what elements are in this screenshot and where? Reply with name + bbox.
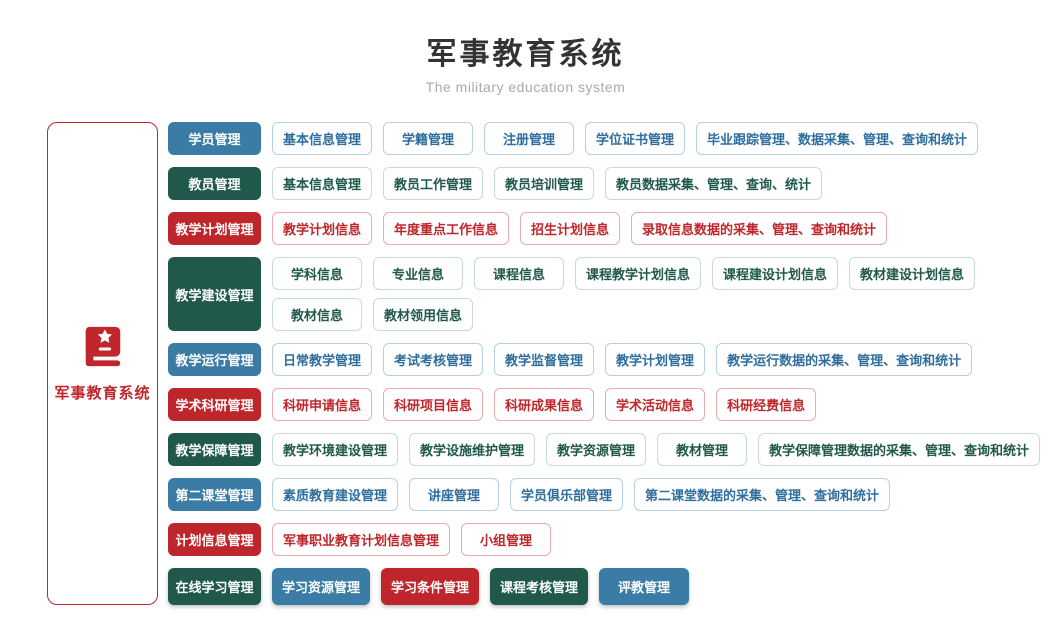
module-button[interactable]: 考试考核管理 — [383, 343, 484, 376]
category-row: 在线学习管理 学习资源管理 学习条件管理 课程考核管理 评教管理 — [168, 568, 1051, 605]
module-button[interactable]: 科研申请信息 — [272, 388, 373, 421]
module-button[interactable]: 学员俱乐部管理 — [510, 478, 624, 511]
module-button[interactable]: 教学计划管理 — [605, 343, 706, 376]
module-button[interactable]: 教学运行数据的采集、管理、查询和统计 — [716, 343, 973, 376]
module-button[interactable]: 毕业跟踪管理、数据采集、管理、查询和统计 — [696, 122, 979, 155]
module-button[interactable]: 日常教学管理 — [272, 343, 373, 376]
root-node-label: 军事教育系统 — [54, 385, 151, 402]
category-button[interactable]: 第二课堂管理 — [168, 478, 261, 511]
module-button[interactable]: 教材管理 — [657, 433, 748, 466]
module-button[interactable]: 课程考核管理 — [490, 568, 589, 605]
module-button[interactable]: 科研经费信息 — [716, 388, 817, 421]
module-button[interactable]: 学籍管理 — [383, 122, 474, 155]
category-row: 第二课堂管理 素质教育建设管理 讲座管理 学员俱乐部管理 第二课堂数据的采集、管… — [168, 478, 1051, 511]
module-button[interactable]: 第二课堂数据的采集、管理、查询和统计 — [634, 478, 891, 511]
module-button[interactable]: 课程信息 — [474, 257, 564, 290]
module-button[interactable]: 年度重点工作信息 — [383, 212, 510, 245]
module-button[interactable]: 军事职业教育计划信息管理 — [272, 523, 451, 556]
module-button[interactable]: 科研成果信息 — [494, 388, 595, 421]
module-button[interactable]: 课程建设计划信息 — [712, 257, 839, 290]
module-button[interactable]: 基本信息管理 — [272, 122, 373, 155]
module-button[interactable]: 教学计划信息 — [272, 212, 373, 245]
module-button[interactable]: 教材领用信息 — [373, 298, 474, 331]
module-button[interactable]: 评教管理 — [599, 568, 690, 605]
module-button[interactable]: 学位证书管理 — [585, 122, 686, 155]
category-row: 教员管理 基本信息管理 教员工作管理 教员培训管理 教员数据采集、管理、查询、统… — [168, 167, 1051, 200]
category-button[interactable]: 学员管理 — [168, 122, 261, 155]
category-row: 学员管理 基本信息管理 学籍管理 注册管理 学位证书管理 毕业跟踪管理、数据采集… — [168, 122, 1051, 155]
category-row: 教学运行管理 日常教学管理 考试考核管理 教学监督管理 教学计划管理 教学运行数… — [168, 343, 1051, 376]
category-button[interactable]: 教学保障管理 — [168, 433, 261, 466]
category-button[interactable]: 教员管理 — [168, 167, 261, 200]
category-button[interactable]: 教学运行管理 — [168, 343, 261, 376]
diagram: 军事教育系统 学员管理 基本信息管理 学籍管理 注册管理 学位证书管理 毕业跟踪… — [47, 122, 1051, 605]
category-row: 教学计划管理 教学计划信息 年度重点工作信息 招生计划信息 录取信息数据的采集、… — [168, 212, 1051, 245]
category-row: 教学建设管理 学科信息 专业信息 课程信息 课程教学计划信息 课程建设计划信息 … — [168, 257, 1051, 331]
module-button[interactable]: 学科信息 — [272, 257, 362, 290]
category-button[interactable]: 教学计划管理 — [168, 212, 261, 245]
module-button[interactable]: 素质教育建设管理 — [272, 478, 399, 511]
page-title: 军事教育系统 — [426, 38, 625, 71]
page-subtitle: The military education system — [425, 79, 626, 95]
category-button[interactable]: 教学建设管理 — [168, 257, 261, 331]
module-button[interactable]: 教学设施维护管理 — [409, 433, 536, 466]
category-button[interactable]: 学术科研管理 — [168, 388, 261, 421]
module-button[interactable]: 课程教学计划信息 — [575, 257, 702, 290]
module-button[interactable]: 录取信息数据的采集、管理、查询和统计 — [631, 212, 888, 245]
module-button[interactable]: 小组管理 — [461, 523, 552, 556]
module-button[interactable]: 教学环境建设管理 — [272, 433, 399, 466]
page-header: 军事教育系统 The military education system — [0, 0, 1051, 95]
module-button[interactable]: 教员数据采集、管理、查询、统计 — [605, 167, 823, 200]
module-button[interactable]: 科研项目信息 — [383, 388, 484, 421]
module-button[interactable]: 教学监督管理 — [494, 343, 595, 376]
module-button[interactable]: 教员工作管理 — [383, 167, 484, 200]
root-node: 军事教育系统 — [47, 122, 158, 605]
module-button[interactable]: 基本信息管理 — [272, 167, 373, 200]
module-button[interactable]: 注册管理 — [484, 122, 575, 155]
module-button[interactable]: 教材建设计划信息 — [849, 257, 976, 290]
module-button[interactable]: 教材信息 — [272, 298, 362, 331]
category-button[interactable]: 在线学习管理 — [168, 568, 261, 605]
book-star-icon — [85, 326, 120, 367]
category-rows: 学员管理 基本信息管理 学籍管理 注册管理 学位证书管理 毕业跟踪管理、数据采集… — [168, 122, 1051, 605]
category-row: 计划信息管理 军事职业教育计划信息管理 小组管理 — [168, 523, 1051, 556]
module-button[interactable]: 学习条件管理 — [381, 568, 480, 605]
module-button[interactable]: 教员培训管理 — [494, 167, 595, 200]
module-button[interactable]: 讲座管理 — [409, 478, 500, 511]
module-button[interactable]: 教学资源管理 — [546, 433, 647, 466]
module-button[interactable]: 学习资源管理 — [272, 568, 371, 605]
module-button[interactable]: 招生计划信息 — [520, 212, 621, 245]
module-button[interactable]: 教学保障管理数据的采集、管理、查询和统计 — [758, 433, 1041, 466]
category-row: 学术科研管理 科研申请信息 科研项目信息 科研成果信息 学术活动信息 科研经费信… — [168, 388, 1051, 421]
module-button[interactable]: 学术活动信息 — [605, 388, 706, 421]
category-row: 教学保障管理 教学环境建设管理 教学设施维护管理 教学资源管理 教材管理 教学保… — [168, 433, 1051, 466]
category-button[interactable]: 计划信息管理 — [168, 523, 261, 556]
module-button[interactable]: 专业信息 — [373, 257, 463, 290]
